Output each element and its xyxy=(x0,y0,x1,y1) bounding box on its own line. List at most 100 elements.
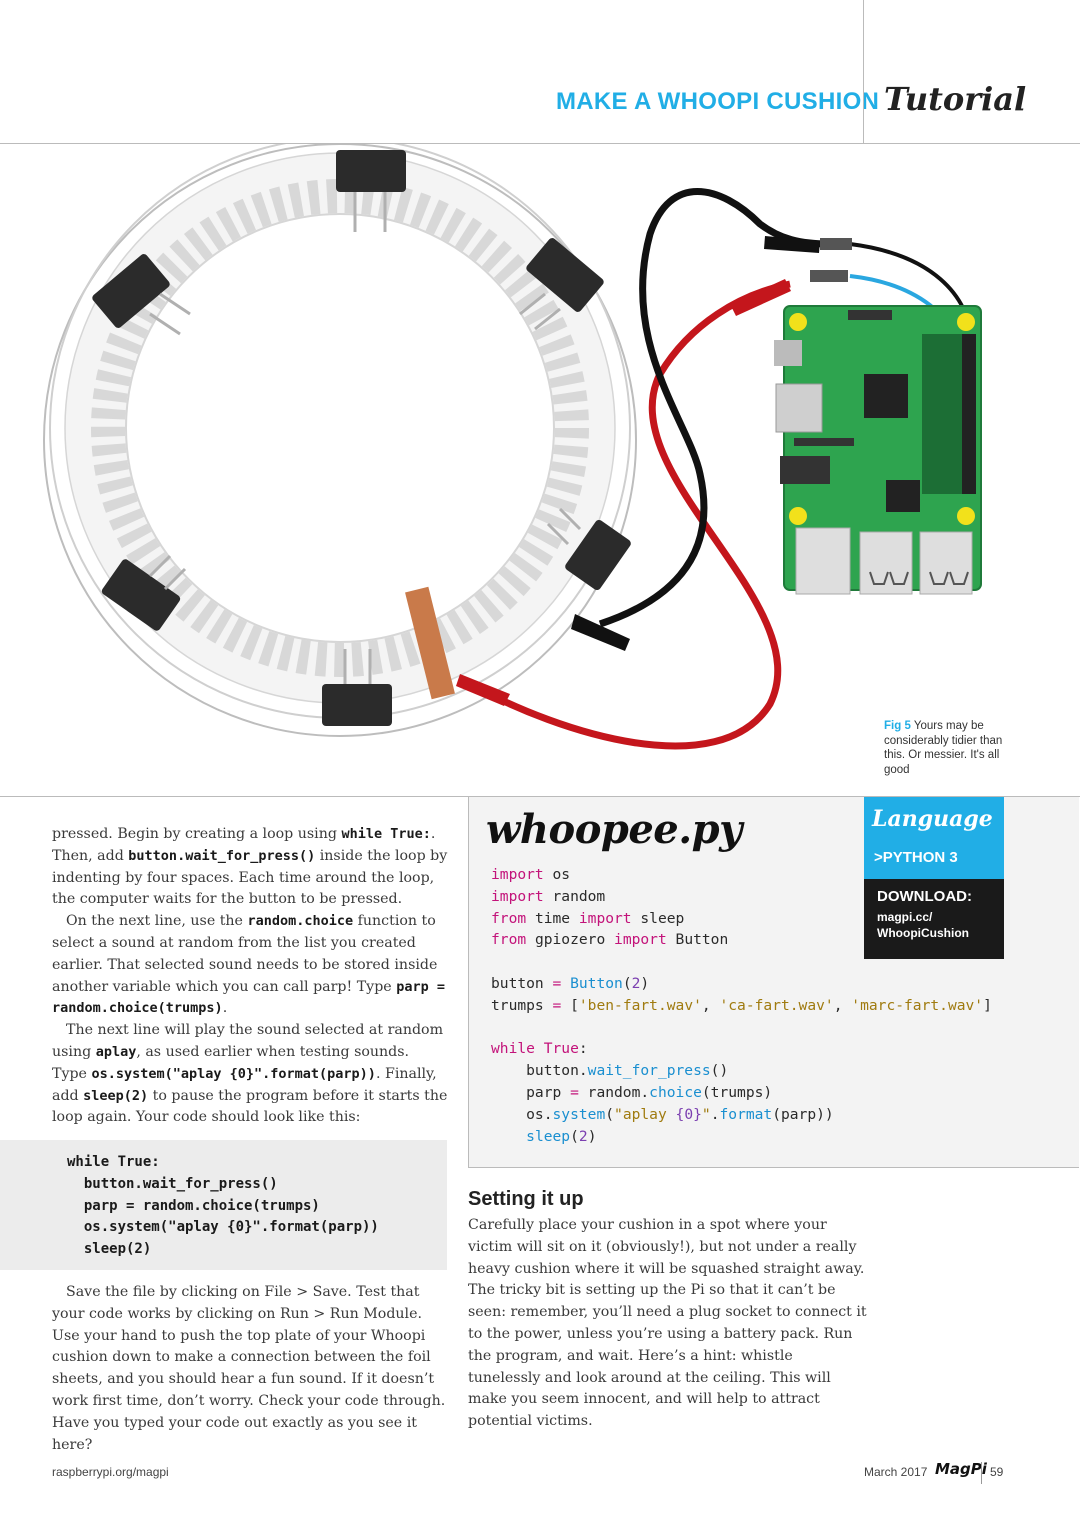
section-title: MAKE A WHOOPI CUSHION xyxy=(556,88,880,115)
inline-code: button.wait_for_press() xyxy=(128,847,316,864)
code-token: " xyxy=(701,1105,711,1123)
code-token xyxy=(561,975,570,992)
code-token: (parp)) xyxy=(772,1105,834,1123)
language-title: Language xyxy=(872,806,993,832)
code-token: = xyxy=(552,974,562,992)
code-token: 'ca-fart.wav' xyxy=(719,996,834,1014)
code-token: [ xyxy=(561,996,579,1014)
download-link[interactable]: magpi.cc/ WhoopiCushion xyxy=(877,910,969,940)
clip-icon xyxy=(336,150,406,192)
code-token: {0} xyxy=(675,1105,702,1123)
black-wire xyxy=(598,188,831,628)
paragraph: Carefully place your cushion in a spot w… xyxy=(468,1217,867,1430)
raspberry-pi-board xyxy=(774,305,982,595)
whoopi-cushion-illustration xyxy=(43,144,982,750)
code-token: , xyxy=(701,996,720,1014)
paragraph: Save the file by clicking on File > Save… xyxy=(52,1284,446,1453)
code-token: random. xyxy=(578,1083,650,1101)
download-label: DOWNLOAD: xyxy=(877,888,972,905)
code-token: os xyxy=(543,866,571,883)
code-token: random xyxy=(543,887,606,905)
footer-divider xyxy=(981,1462,982,1484)
code-token: : xyxy=(578,1040,588,1058)
figure-caption-text: Yours may be considerably tidier than th… xyxy=(884,720,1003,776)
code-token: ) xyxy=(587,1127,597,1145)
code-token: sleep xyxy=(526,1127,571,1145)
code-token: import xyxy=(578,909,632,927)
code-token: from xyxy=(491,931,527,949)
page-number: 59 xyxy=(990,1465,1004,1479)
code-token: parp xyxy=(491,1083,571,1101)
code-token: button. xyxy=(491,1062,588,1080)
download-panel xyxy=(864,879,1004,959)
clip-icon xyxy=(526,238,604,312)
code-token: system xyxy=(552,1105,606,1123)
black-clip-icon xyxy=(571,614,630,651)
code-token: from xyxy=(491,909,527,927)
code-token: Button xyxy=(666,931,729,949)
figure-caption-label: Fig 5 xyxy=(884,720,911,732)
clip-icon xyxy=(565,519,631,591)
inline-code: sleep(2) xyxy=(83,1087,149,1104)
clip-icon xyxy=(101,559,181,631)
foil-strip xyxy=(405,586,455,700)
footer-url[interactable]: raspberrypi.org/magpi xyxy=(52,1465,169,1479)
listing-code: import os import random from time import… xyxy=(491,864,992,1147)
body-text-left-continued: Save the file by clicking on File > Save… xyxy=(52,1282,448,1456)
body-text-left: pressed. Begin by creating a loop using … xyxy=(52,824,448,1129)
code-token: True xyxy=(543,1040,579,1058)
category-label: Tutorial xyxy=(884,80,1027,118)
code-token: ( xyxy=(622,974,632,992)
code-token: import xyxy=(491,866,544,883)
code-token: 'marc-fart.wav' xyxy=(851,996,984,1014)
code-token: button xyxy=(491,974,553,992)
code-token: import xyxy=(491,887,544,905)
inline-code: os.system("aplay {0}".format(parp)) xyxy=(91,1065,376,1082)
code-token: 2 xyxy=(631,974,641,992)
red-clip-icon xyxy=(456,674,510,706)
code-token: , xyxy=(833,996,852,1014)
inline-code: random.choice xyxy=(247,913,354,930)
figure-caption: Fig 5 Yours may be considerably tidier t… xyxy=(884,719,1024,777)
code-token: Button xyxy=(570,974,623,992)
clip-icon xyxy=(92,254,170,328)
paragraph: On the next line, use the random.choice … xyxy=(52,913,445,1017)
code-token: . xyxy=(710,1105,720,1123)
listing-title: whoopee.py xyxy=(486,806,742,853)
footer-date: March 2017 xyxy=(864,1465,928,1479)
clip-icon xyxy=(322,684,392,726)
code-token: choice xyxy=(649,1083,702,1101)
header-divider xyxy=(863,0,864,144)
header-rule xyxy=(0,143,1080,144)
code-token: ( xyxy=(605,1105,615,1123)
paragraph: The next line will play the sound select… xyxy=(52,1022,448,1126)
code-token: "aplay xyxy=(614,1105,676,1123)
inline-code-block: while True: button.wait_for_press() parp… xyxy=(0,1140,447,1270)
code-token: 2 xyxy=(578,1127,588,1145)
section-heading: Setting it up xyxy=(468,1188,584,1210)
code-token: () xyxy=(710,1062,729,1080)
code-token: import xyxy=(614,931,667,949)
cushion-ring xyxy=(43,144,637,737)
code-token: while xyxy=(491,1040,535,1058)
inline-code: while True: xyxy=(341,826,431,842)
code-snippet: while True: button.wait_for_press() parp… xyxy=(67,1154,379,1258)
code-token: format xyxy=(719,1105,773,1123)
code-token: time xyxy=(526,909,579,927)
code-token: ] xyxy=(983,996,992,1014)
code-token: os. xyxy=(491,1105,553,1123)
body-text-right: Carefully place your cushion in a spot w… xyxy=(468,1215,868,1433)
code-token: = xyxy=(570,1083,579,1101)
magpi-logo: MagPi xyxy=(935,1460,987,1478)
code-token: gpiozero xyxy=(526,931,615,949)
code-token: wait_for_press xyxy=(587,1062,711,1080)
code-token: sleep xyxy=(631,909,685,927)
language-box xyxy=(864,797,1004,959)
figure-bottom-rule xyxy=(0,796,1080,797)
code-token: (trumps) xyxy=(701,1083,773,1101)
code-token: trumps xyxy=(491,996,553,1014)
language-panel xyxy=(864,797,1004,879)
code-token: = xyxy=(552,996,562,1014)
code-token xyxy=(491,1128,526,1145)
code-token: ) xyxy=(640,974,650,992)
